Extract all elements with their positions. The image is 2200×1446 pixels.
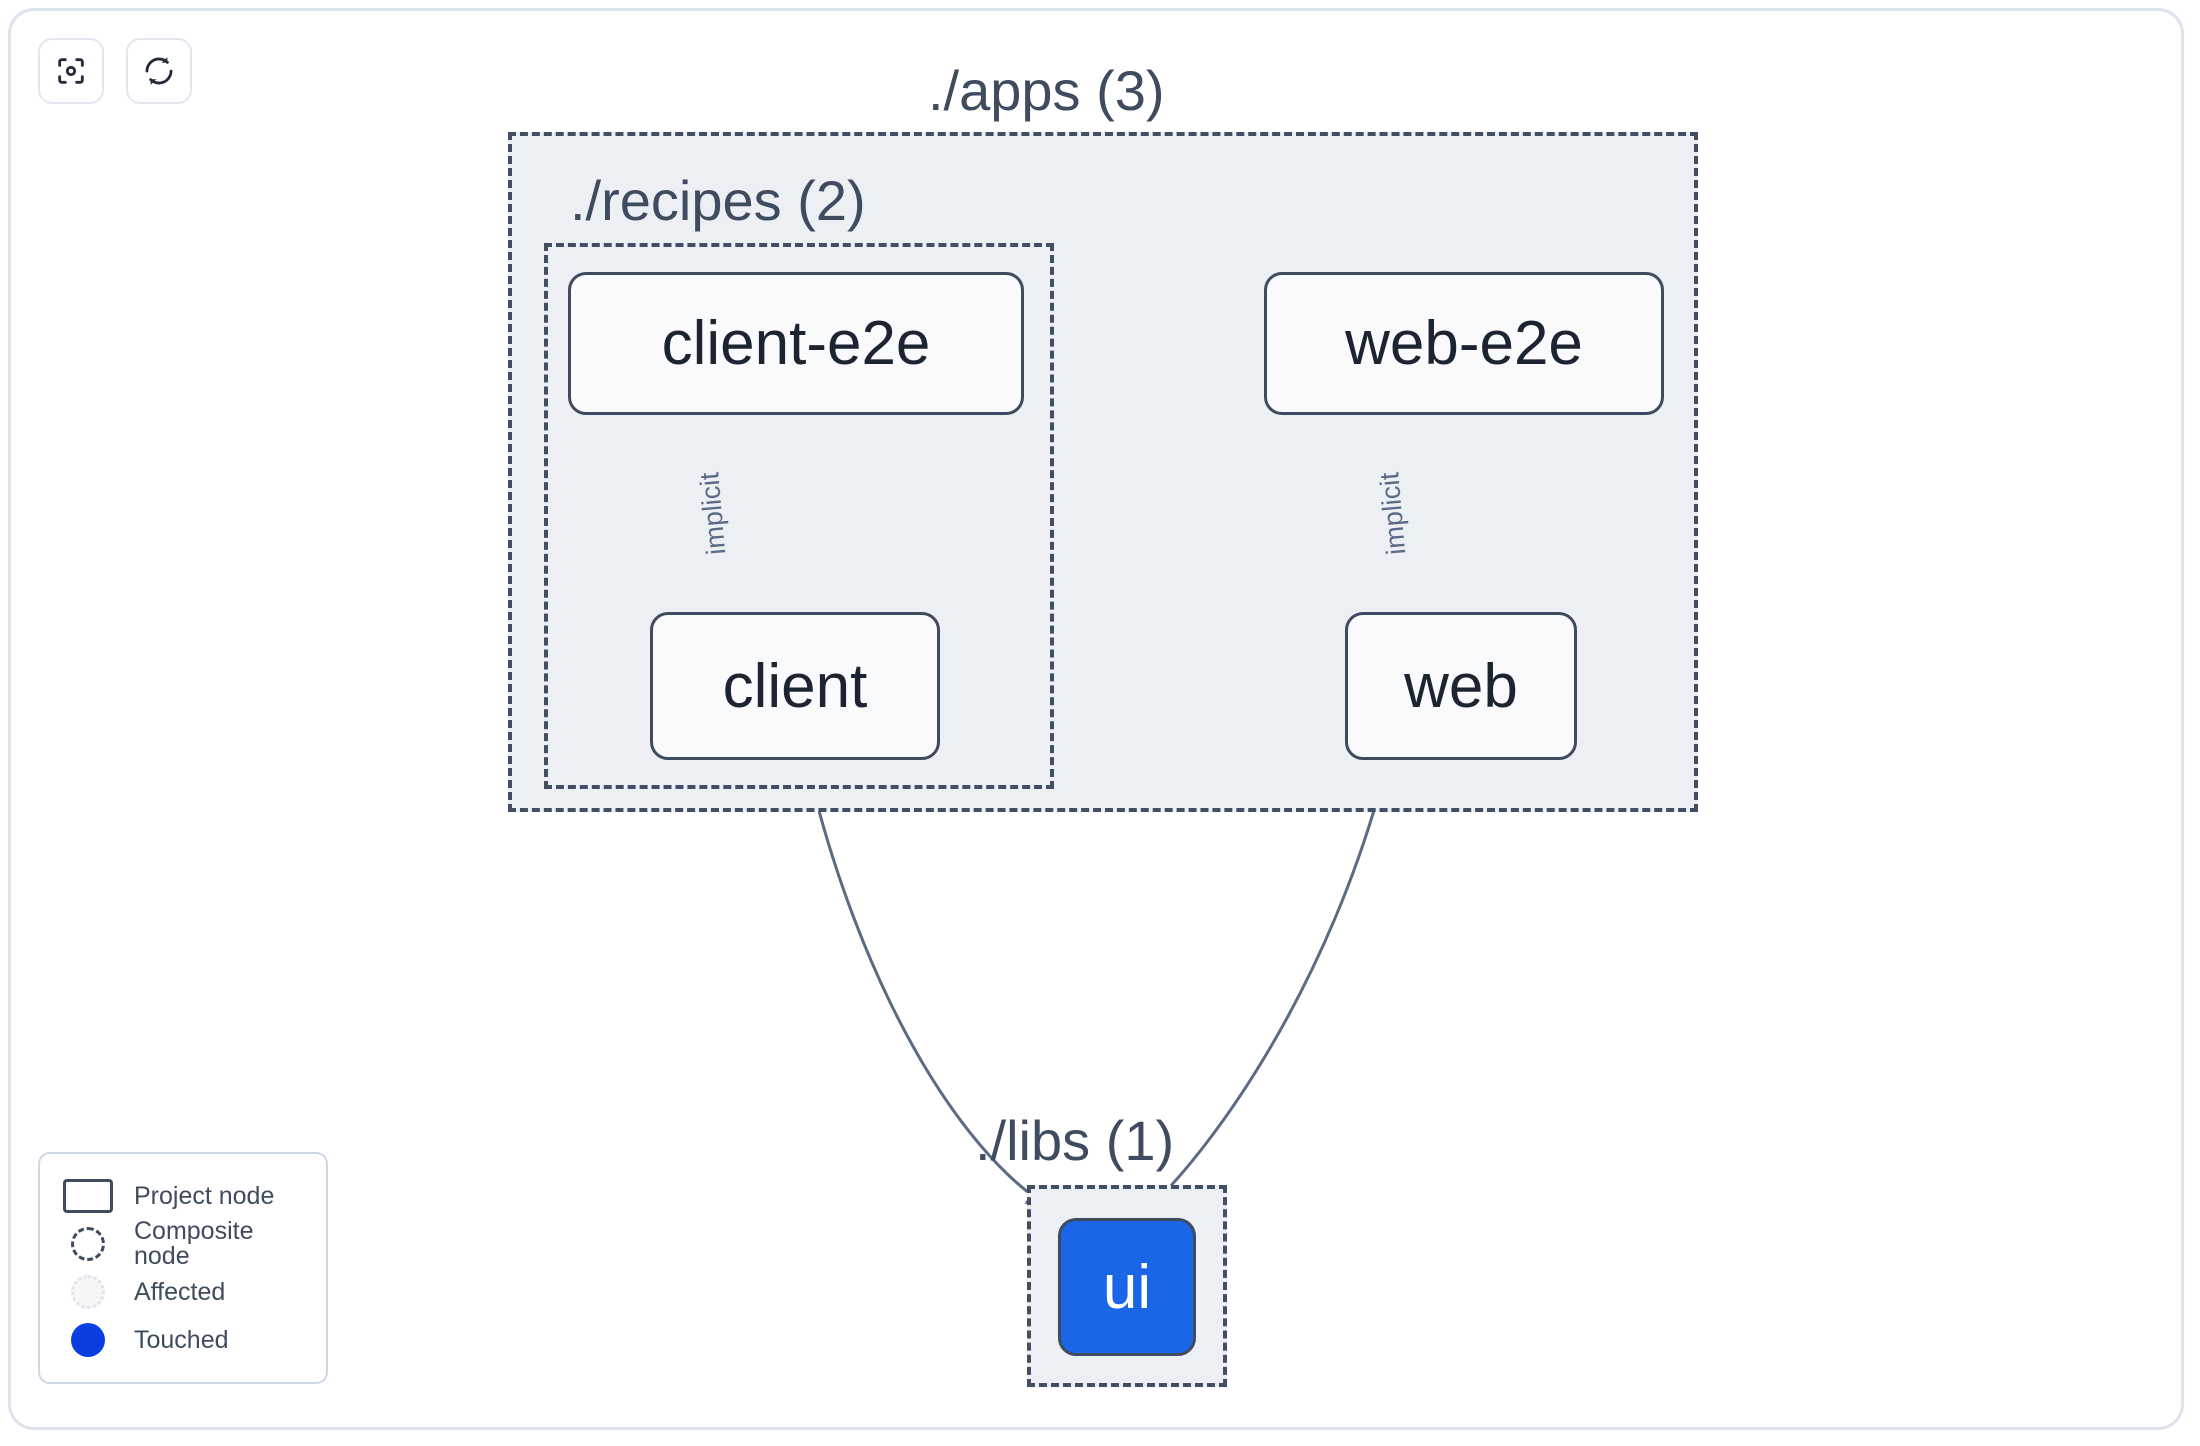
legend-label: Affected xyxy=(134,1277,226,1306)
graph-toolbar xyxy=(38,38,192,104)
focus-icon xyxy=(54,54,88,88)
project-node-client-e2e[interactable]: client-e2e xyxy=(568,272,1024,415)
legend-item-composite-node: Composite node xyxy=(60,1217,306,1270)
project-node-web-e2e[interactable]: web-e2e xyxy=(1264,272,1664,415)
project-node-swatch-icon xyxy=(60,1179,116,1213)
legend-item-affected: Affected xyxy=(60,1268,306,1316)
project-node-label: client xyxy=(722,651,868,721)
refresh-icon xyxy=(142,54,176,88)
refresh-graph-button[interactable] xyxy=(126,38,192,104)
legend-label: Composite node xyxy=(134,1217,254,1270)
touched-swatch-icon xyxy=(60,1323,116,1357)
legend-label: Touched xyxy=(134,1325,229,1354)
edge-client-to-ui xyxy=(804,759,1048,1207)
legend-item-touched: Touched xyxy=(60,1316,306,1364)
project-node-client[interactable]: client xyxy=(650,612,940,760)
affected-swatch-icon xyxy=(60,1275,116,1309)
edge-web-to-ui xyxy=(1150,759,1390,1207)
legend-label: Project node xyxy=(134,1181,275,1210)
project-node-label: web-e2e xyxy=(1345,309,1583,378)
project-node-web[interactable]: web xyxy=(1345,612,1577,760)
project-node-label: client-e2e xyxy=(661,309,931,378)
legend-item-project-node: Project node xyxy=(60,1172,306,1220)
project-node-ui[interactable]: ui xyxy=(1058,1218,1196,1356)
composite-node-swatch-icon xyxy=(60,1227,116,1261)
project-node-label: ui xyxy=(1102,1252,1152,1322)
graph-legend: Project node Composite node Affected Tou… xyxy=(38,1152,328,1384)
project-node-label: web xyxy=(1404,651,1518,721)
focus-graph-button[interactable] xyxy=(38,38,104,104)
